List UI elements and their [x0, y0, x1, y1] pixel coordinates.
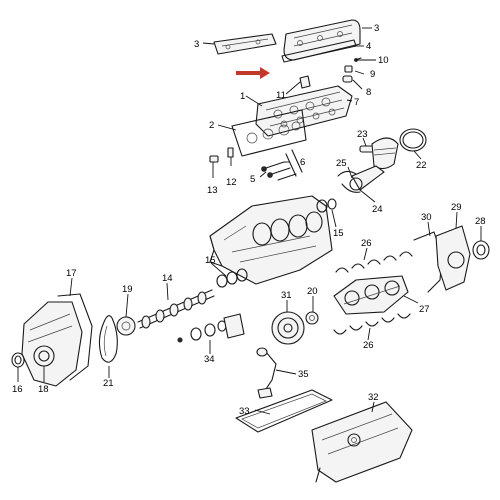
dowel-pin	[227, 147, 234, 158]
callout-9: 9	[370, 69, 375, 80]
rear-main-seal	[472, 240, 490, 260]
lifter-set	[177, 313, 245, 343]
oil-pan	[311, 401, 413, 483]
callout-labels: 3 3 4 10 9 11 8 7 1 2 23 22 25 6 12 5 13…	[12, 23, 486, 417]
head-bolts	[261, 149, 303, 181]
callout-33: 33	[239, 406, 250, 417]
main-bearings-lower	[333, 313, 411, 335]
callout-7: 7	[354, 97, 359, 108]
callout-21: 21	[103, 378, 114, 389]
head-gasket	[231, 109, 307, 157]
camshaft-bearing-set-top	[316, 198, 337, 213]
callout-12: 12	[226, 177, 237, 188]
front-seal	[11, 352, 25, 368]
camshaft-bearing-set-left	[216, 268, 248, 288]
callout-17: 17	[66, 268, 77, 279]
callout-19: 19	[122, 284, 133, 295]
rear-main-seal-cover	[435, 225, 471, 291]
main-bearings-upper	[335, 251, 413, 273]
engine-block	[209, 195, 333, 285]
callout-35: 35	[298, 369, 309, 380]
intake-part-11	[299, 75, 311, 89]
callout-3-left: 3	[194, 39, 199, 50]
piston	[371, 137, 399, 170]
callout-15-top: 15	[333, 228, 344, 239]
callout-26-bottom: 26	[363, 340, 374, 351]
callout-11: 11	[276, 90, 286, 101]
connecting-rod	[337, 165, 385, 193]
callout-24: 24	[372, 204, 383, 215]
timing-chain	[98, 315, 118, 363]
crankshaft-sprocket	[305, 311, 319, 325]
callout-5: 5	[250, 174, 255, 185]
callout-26-top: 26	[361, 238, 372, 249]
callout-3-right: 3	[374, 23, 379, 34]
callout-15-left: 15	[205, 255, 216, 266]
callout-18: 18	[38, 384, 49, 395]
highlight-arrow	[236, 67, 270, 79]
callout-1: 1	[240, 91, 245, 102]
cylinder-head	[255, 85, 353, 137]
callout-34: 34	[204, 354, 215, 365]
valve-cover-right	[283, 19, 361, 61]
callout-6: 6	[300, 157, 305, 168]
harmonic-balancer	[271, 311, 305, 345]
callout-14: 14	[162, 273, 173, 284]
oil-pickup-tube	[256, 347, 277, 399]
callout-13: 13	[207, 185, 218, 196]
callout-16: 16	[12, 384, 23, 395]
oil-pan-gasket	[235, 389, 333, 433]
callout-30: 30	[421, 212, 432, 223]
valve-cover-left	[213, 33, 277, 55]
camshaft	[137, 289, 215, 329]
callout-2: 2	[209, 120, 214, 131]
callout-29: 29	[451, 202, 462, 213]
timing-cover	[21, 301, 83, 387]
callout-27: 27	[419, 304, 430, 315]
callout-4: 4	[366, 41, 371, 52]
callout-10: 10	[378, 55, 389, 66]
timing-cover-gasket	[57, 293, 93, 381]
piston-rings	[399, 128, 427, 152]
callout-22: 22	[416, 160, 427, 171]
callout-32: 32	[368, 392, 379, 403]
callout-28: 28	[475, 216, 486, 227]
callout-23: 23	[357, 129, 368, 140]
callout-20: 20	[307, 286, 318, 297]
callout-25: 25	[336, 158, 347, 169]
callout-31: 31	[281, 290, 292, 301]
crankshaft	[333, 275, 409, 315]
callout-8: 8	[366, 87, 371, 98]
camshaft-sprocket	[116, 316, 136, 336]
leader-lines	[17, 27, 482, 415]
oil-filler-cap	[342, 65, 353, 83]
head-dowel	[209, 155, 219, 163]
